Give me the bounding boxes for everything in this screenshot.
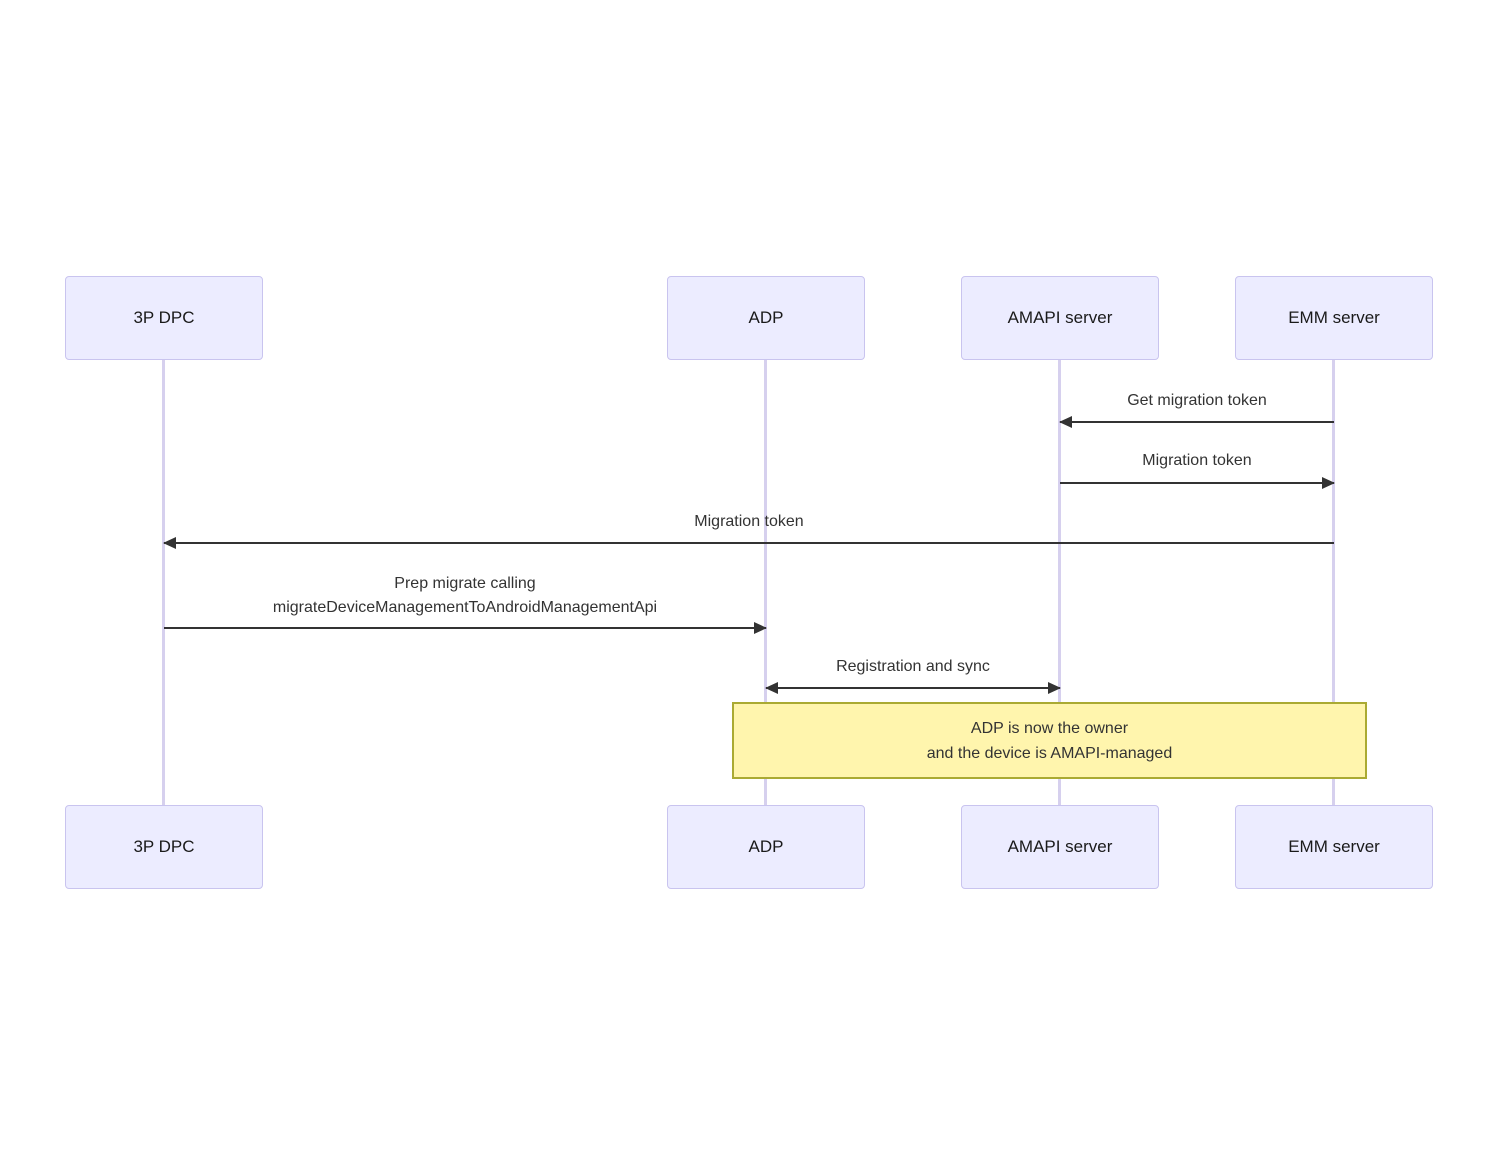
message-label-get-migration-token: Get migration token [1127, 392, 1267, 409]
arrowhead-right-icon [1322, 477, 1335, 489]
actor-label: ADP [748, 837, 784, 856]
arrowhead-left-icon [163, 537, 176, 549]
arrowhead-right-icon [1048, 682, 1061, 694]
note-adp-owner: ADP is now the owner and the device is A… [732, 702, 1367, 779]
actor-label: 3P DPC [133, 308, 195, 327]
actor-adp-bottom: ADP [667, 805, 865, 889]
message-label-registration-and-sync: Registration and sync [836, 658, 990, 675]
message-arrow-migration-token-to-dpc [163, 537, 1334, 549]
message-label-migration-token-to-dpc: Migration token [694, 513, 804, 530]
message-arrow-registration-and-sync [765, 682, 1061, 694]
actor-3p-dpc-top: 3P DPC [65, 276, 263, 360]
message-arrow-prep-migrate [164, 622, 767, 634]
actor-adp-top: ADP [667, 276, 865, 360]
actor-3p-dpc-bottom: 3P DPC [65, 805, 263, 889]
actor-amapi-server-top: AMAPI server [961, 276, 1159, 360]
lifeline-amapi-server [1058, 360, 1061, 806]
lifeline-adp [764, 360, 767, 806]
arrowhead-left-icon [765, 682, 778, 694]
message-arrow-get-migration-token [1059, 416, 1334, 428]
actor-label: ADP [748, 308, 784, 327]
arrowhead-left-icon [1059, 416, 1072, 428]
actor-amapi-server-bottom: AMAPI server [961, 805, 1159, 889]
actor-emm-server-bottom: EMM server [1235, 805, 1433, 889]
lifeline-3p-dpc [162, 360, 165, 806]
actor-label: EMM server [1288, 837, 1380, 856]
message-arrow-migration-token-to-emm [1060, 477, 1335, 489]
actor-label: EMM server [1288, 308, 1380, 327]
arrowhead-right-icon [754, 622, 767, 634]
actor-label: AMAPI server [1007, 308, 1113, 327]
actor-label: 3P DPC [133, 837, 195, 856]
message-label-migration-token-to-emm: Migration token [1142, 452, 1252, 469]
actor-label: AMAPI server [1007, 837, 1113, 856]
lifeline-emm-server [1332, 360, 1335, 806]
message-label-prep-migrate: Prep migrate calling migrateDeviceManage… [272, 575, 658, 616]
actor-emm-server-top: EMM server [1235, 276, 1433, 360]
